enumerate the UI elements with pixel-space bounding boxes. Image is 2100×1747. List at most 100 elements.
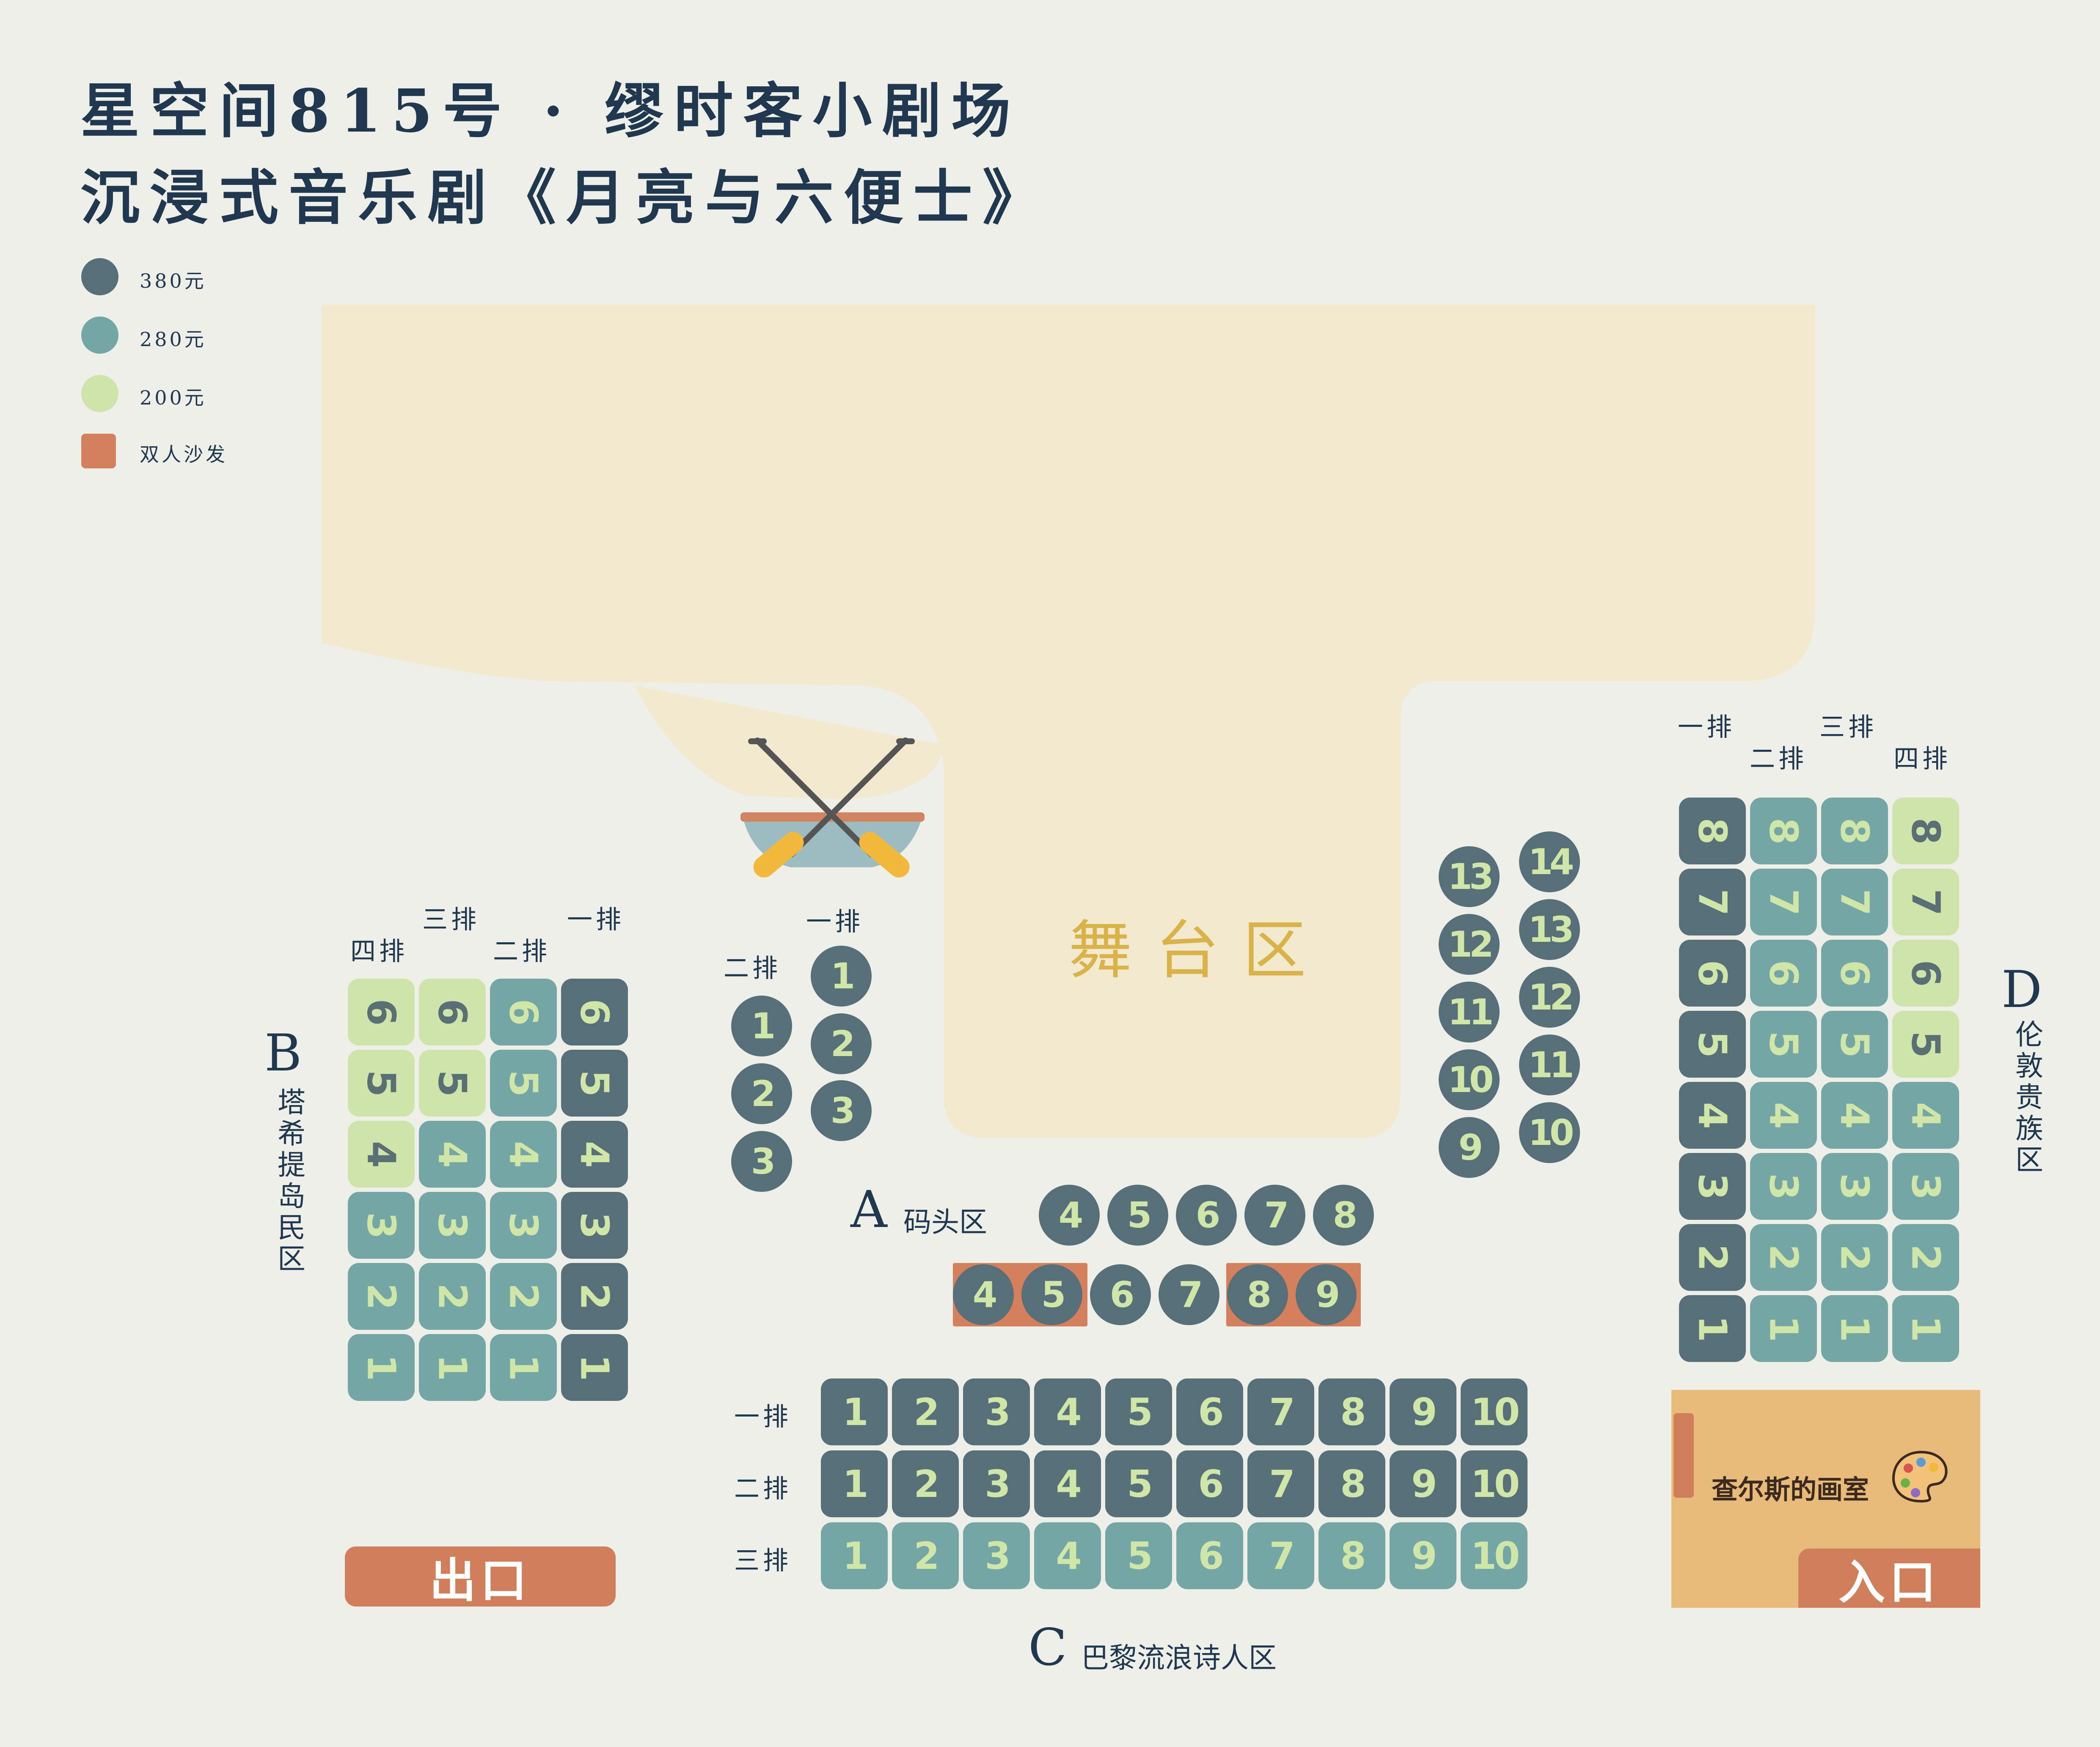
zone-b-seat[interactable]: 6: [419, 979, 486, 1045]
zone-b-seat[interactable]: 1: [490, 1334, 557, 1401]
zone-d-seat[interactable]: 8: [1679, 798, 1746, 864]
zone-c-seat[interactable]: 5: [1105, 1450, 1172, 1517]
zone-d-seat[interactable]: 6: [1821, 940, 1888, 1007]
zone-b-seat[interactable]: 2: [490, 1263, 557, 1330]
zone-b-seat[interactable]: 5: [561, 1050, 628, 1117]
zone-c-seat[interactable]: 1: [821, 1378, 888, 1445]
zone-a-seat[interactable]: 10: [1519, 1102, 1580, 1163]
zone-c-seat[interactable]: 10: [1461, 1522, 1528, 1589]
zone-d-seat[interactable]: 7: [1892, 869, 1959, 935]
zone-d-seat[interactable]: 2: [1750, 1224, 1817, 1291]
zone-b-seat[interactable]: 1: [348, 1334, 415, 1401]
zone-d-seat[interactable]: 3: [1821, 1153, 1888, 1220]
zone-a-seat[interactable]: 7: [1159, 1264, 1219, 1325]
zone-c-seat[interactable]: 4: [1034, 1378, 1101, 1445]
zone-b-seat[interactable]: 5: [490, 1050, 557, 1117]
zone-c-seat[interactable]: 10: [1461, 1450, 1528, 1517]
zone-b-seat[interactable]: 2: [561, 1263, 628, 1330]
zone-b-seat[interactable]: 6: [561, 979, 628, 1045]
zone-c-seat[interactable]: 9: [1390, 1450, 1456, 1517]
zone-c-seat[interactable]: 4: [1034, 1522, 1101, 1589]
zone-c-seat[interactable]: 9: [1390, 1522, 1456, 1589]
zone-a-seat[interactable]: 9: [1439, 1117, 1500, 1178]
zone-a-seat[interactable]: 4: [953, 1264, 1014, 1325]
zone-d-seat[interactable]: 2: [1892, 1224, 1959, 1291]
zone-d-seat[interactable]: 2: [1821, 1224, 1888, 1291]
zone-a-seat[interactable]: 4: [1039, 1185, 1100, 1246]
zone-d-seat[interactable]: 1: [1892, 1295, 1959, 1362]
zone-d-seat[interactable]: 3: [1679, 1153, 1746, 1220]
zone-a-seat[interactable]: 13: [1519, 899, 1580, 960]
zone-a-seat[interactable]: 14: [1519, 831, 1580, 892]
zone-c-seat[interactable]: 6: [1176, 1450, 1243, 1517]
zone-c-seat[interactable]: 7: [1247, 1522, 1314, 1589]
zone-b-seat[interactable]: 6: [348, 979, 415, 1045]
zone-c-seat[interactable]: 3: [963, 1522, 1030, 1589]
zone-c-seat[interactable]: 2: [892, 1522, 959, 1589]
zone-a-seat[interactable]: 2: [731, 1063, 792, 1124]
zone-d-seat[interactable]: 4: [1750, 1082, 1817, 1149]
zone-d-seat[interactable]: 7: [1679, 869, 1746, 935]
zone-b-seat[interactable]: 3: [490, 1192, 557, 1259]
zone-d-seat[interactable]: 6: [1750, 940, 1817, 1007]
zone-b-seat[interactable]: 3: [419, 1192, 486, 1259]
zone-c-seat[interactable]: 1: [821, 1450, 888, 1517]
zone-b-seat[interactable]: 5: [419, 1050, 486, 1117]
zone-c-seat[interactable]: 3: [963, 1450, 1030, 1517]
zone-d-seat[interactable]: 7: [1821, 869, 1888, 935]
zone-c-seat[interactable]: 8: [1318, 1450, 1385, 1517]
zone-d-seat[interactable]: 4: [1821, 1082, 1888, 1149]
zone-c-seat[interactable]: 5: [1105, 1378, 1172, 1445]
zone-d-seat[interactable]: 3: [1892, 1153, 1959, 1220]
zone-a-seat[interactable]: 8: [1227, 1264, 1288, 1325]
zone-a-seat[interactable]: 10: [1439, 1049, 1500, 1110]
zone-a-seat[interactable]: 3: [811, 1080, 872, 1141]
zone-a-seat[interactable]: 11: [1439, 982, 1500, 1043]
zone-d-seat[interactable]: 1: [1821, 1295, 1888, 1362]
zone-d-seat[interactable]: 8: [1821, 798, 1888, 864]
zone-b-seat[interactable]: 1: [419, 1334, 486, 1401]
zone-a-seat[interactable]: 6: [1176, 1185, 1237, 1246]
zone-d-seat[interactable]: 7: [1750, 869, 1817, 935]
zone-c-seat[interactable]: 4: [1034, 1450, 1101, 1517]
zone-c-seat[interactable]: 2: [892, 1378, 959, 1445]
zone-a-seat[interactable]: 6: [1090, 1264, 1151, 1325]
zone-b-seat[interactable]: 4: [490, 1121, 557, 1188]
zone-c-seat[interactable]: 9: [1390, 1378, 1456, 1445]
zone-c-seat[interactable]: 1: [821, 1522, 888, 1589]
zone-a-seat[interactable]: 13: [1439, 846, 1500, 907]
zone-a-seat[interactable]: 5: [1021, 1264, 1082, 1325]
zone-d-seat[interactable]: 5: [1821, 1011, 1888, 1078]
zone-a-seat[interactable]: 8: [1313, 1185, 1374, 1246]
zone-b-seat[interactable]: 6: [490, 979, 557, 1045]
zone-d-seat[interactable]: 5: [1892, 1011, 1959, 1078]
zone-a-seat[interactable]: 7: [1244, 1185, 1305, 1246]
zone-a-seat[interactable]: 9: [1296, 1264, 1357, 1325]
zone-b-seat[interactable]: 4: [419, 1121, 486, 1188]
zone-a-seat[interactable]: 11: [1519, 1034, 1580, 1095]
zone-a-seat[interactable]: 5: [1107, 1185, 1168, 1246]
zone-d-seat[interactable]: 2: [1679, 1224, 1746, 1291]
zone-a-seat[interactable]: 3: [731, 1131, 792, 1192]
zone-c-seat[interactable]: 10: [1461, 1378, 1528, 1445]
zone-a-seat[interactable]: 1: [811, 946, 872, 1007]
zone-d-seat[interactable]: 4: [1679, 1082, 1746, 1149]
zone-a-seat[interactable]: 12: [1439, 914, 1500, 975]
zone-d-seat[interactable]: 6: [1679, 940, 1746, 1007]
zone-b-seat[interactable]: 1: [561, 1334, 628, 1401]
zone-d-seat[interactable]: 5: [1750, 1011, 1817, 1078]
zone-d-seat[interactable]: 5: [1679, 1011, 1746, 1078]
zone-c-seat[interactable]: 5: [1105, 1522, 1172, 1589]
zone-d-seat[interactable]: 4: [1892, 1082, 1959, 1149]
zone-b-seat[interactable]: 2: [419, 1263, 486, 1330]
zone-d-seat[interactable]: 6: [1892, 940, 1959, 1007]
zone-c-seat[interactable]: 6: [1176, 1378, 1243, 1445]
zone-c-seat[interactable]: 7: [1247, 1378, 1314, 1445]
zone-b-seat[interactable]: 5: [348, 1050, 415, 1117]
zone-b-seat[interactable]: 3: [561, 1192, 628, 1259]
zone-d-seat[interactable]: 3: [1750, 1153, 1817, 1220]
zone-d-seat[interactable]: 8: [1750, 798, 1817, 864]
zone-c-seat[interactable]: 2: [892, 1450, 959, 1517]
zone-b-seat[interactable]: 4: [348, 1121, 415, 1188]
zone-d-seat[interactable]: 8: [1892, 798, 1959, 864]
